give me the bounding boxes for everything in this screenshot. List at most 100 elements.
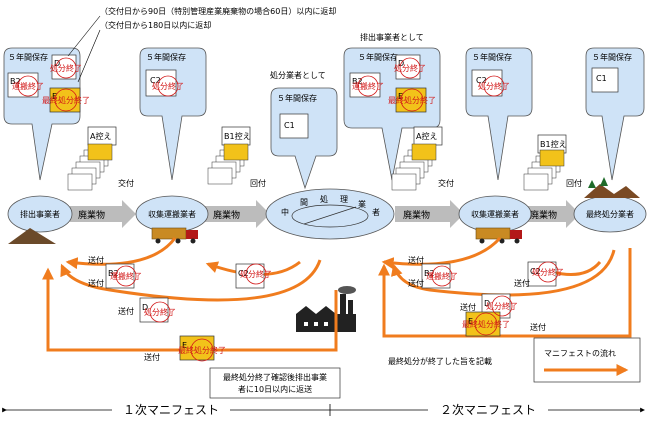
doc-b2-disposer-emitter-label: B2 (352, 77, 363, 86)
send-label-6: 送付 (408, 278, 424, 288)
stamp-return-b2-1: 運搬終了 (110, 265, 142, 287)
flow-arrow-b2-1 (65, 237, 177, 270)
stamp-return-c2-1-text: 処分終了 (240, 269, 272, 279)
doc-d-return-2-label: D (484, 299, 490, 308)
doc-e-return-1-label: E (182, 341, 187, 350)
intermediate-disposer-ellipse (265, 188, 395, 240)
stamp-return-b2-2-text: 運搬終了 (426, 271, 458, 281)
doc-c2-return-1-label: C2 (238, 269, 249, 278)
note-180-leader (77, 29, 101, 83)
doc-c2-collector2 (471, 69, 503, 97)
deliver-label-1: 交付 (118, 178, 134, 188)
stamp-return-b2-2: 運搬終了 (426, 265, 458, 287)
note-90-leader (67, 15, 101, 57)
stamp-disposer-emitter-d: 処分終了 (394, 57, 426, 79)
stamp-return-e-1: 最終処分終了 (178, 338, 226, 362)
doc-b1-copy-2-label: B1控え (540, 139, 567, 149)
send-label-5: 送付 (408, 255, 424, 265)
stamp-return-e-1-text: 最終処分終了 (178, 345, 226, 355)
disposer-char-4: 理 (340, 195, 348, 204)
disposer-char-5: 業 (358, 199, 366, 209)
manifest-stack-4 (523, 149, 565, 191)
stamp-return-c2-2: 処分終了 (532, 261, 564, 283)
stamp-disposer-emitter-e: 最終処分終了 (388, 88, 436, 112)
collector2-keep-label: ５年間保存 (472, 52, 512, 62)
doc-b2-return-2-label: B2 (424, 269, 435, 278)
doc-b2-emitter-label: B2 (10, 77, 21, 86)
doc-e-return-2-label: E (468, 317, 473, 326)
doc-c2-return-2 (527, 261, 557, 287)
factory-icon (296, 286, 356, 332)
doc-c2-return-2-label: C2 (530, 267, 541, 276)
intermediate-disposer-inner-ring (291, 204, 369, 228)
collector-label-2: 収集運搬業者 (471, 209, 519, 219)
waste-arrow-2 (205, 200, 270, 228)
collector2-storage-bubble (465, 47, 533, 181)
stamp-collector2-c2: 処分終了 (478, 75, 510, 97)
landfill-mountain-icon (584, 177, 640, 198)
doc-c1-final (591, 67, 619, 93)
stamp-return-e-2-text: 最終処分終了 (462, 319, 510, 329)
confirm-note-line1: 最終処分終了確認後排出事業 (223, 372, 327, 382)
manifest1-label: １次マニフェスト (123, 403, 219, 417)
disposer-keep-label: ５年間保存 (277, 93, 317, 103)
deliver-label-2: 交付 (438, 178, 454, 188)
stamp-disposer-emitter-b2-text: 運搬終了 (352, 81, 384, 91)
doc-a-copy-2-label: A控え (416, 131, 437, 141)
intermediate-disposer-slash (303, 206, 357, 225)
stamp-return-c2-2-text: 処分終了 (532, 267, 564, 277)
emitter-ellipse (7, 195, 73, 233)
circulate-label-1: 回付 (250, 178, 266, 188)
stamp-disposer-emitter-e-text: 最終処分終了 (388, 95, 436, 105)
stamp-disposer-emitter-d-text: 処分終了 (394, 63, 426, 73)
stamp-return-d-2-text: 処分終了 (486, 301, 518, 311)
stamp-return-c2-1: 処分終了 (240, 263, 272, 285)
waste-flow-band (70, 200, 580, 228)
stamp-collector2-c2-text: 処分終了 (478, 81, 510, 91)
doc-d-return-1 (139, 297, 169, 323)
note-return-90: （交付日から90日（特別管理産業廃棄物の場合60日）以内に返却 (100, 6, 336, 16)
disposer-char-3: 処 (320, 194, 328, 204)
stamp-emitter-d: 処分終了 (50, 57, 82, 79)
flow-arrow-d-1 (60, 259, 322, 302)
stamp-return-b2-1-text: 運搬終了 (110, 271, 142, 281)
legend-label: マニフェストの流れ (544, 348, 616, 358)
stamp-emitter-b2-text: 運搬終了 (12, 81, 44, 91)
send-label-9: 送付 (530, 322, 546, 332)
manifest-stack-1 (67, 143, 113, 191)
doc-c2-collector1 (145, 69, 177, 97)
final-disposer-keep-label: ５年間保存 (592, 52, 632, 62)
doc-e-disposer-emitter (395, 87, 427, 113)
waste-label-1: 廃業物 (78, 209, 105, 221)
stamp-emitter-b2: 運搬終了 (12, 75, 44, 97)
disposer-char-2: 間 (300, 198, 308, 207)
doc-b2-disposer-emitter (349, 72, 381, 98)
stamp-collector1-c2: 処分終了 (152, 75, 184, 97)
send-label-8: 送付 (460, 302, 476, 312)
stamp-return-e-2: 最終処分終了 (462, 312, 510, 336)
stamp-return-d-1: 処分終了 (144, 301, 176, 323)
stamp-emitter-e-text: 最終処分終了 (42, 95, 90, 105)
doc-c2-return-1 (235, 263, 265, 289)
doc-c2-collector1-label: C2 (150, 76, 161, 85)
doc-b2-return-1-label: B2 (108, 269, 119, 278)
final-statement-note: 最終処分が終了した旨を記載 (388, 356, 492, 366)
doc-b1-copy-1-label: B1控え (224, 131, 251, 141)
waste-label-2: 廃業物 (213, 209, 240, 221)
doc-c1-disposer-label: C1 (284, 121, 295, 130)
disposer-emitter-keep-label: ５年間保存 (358, 52, 398, 62)
confirm-note-line2: 者に10日以内に返送 (238, 384, 312, 394)
doc-d-return-1-label: D (142, 303, 148, 312)
waste-arrow-4 (525, 200, 580, 228)
note-return-180: （交付日から180日以内に返却 (100, 20, 211, 30)
collector-label-1: 収集運搬業者 (148, 209, 196, 219)
send-label-1: 送付 (88, 255, 104, 265)
truck-icon-2 (475, 227, 522, 244)
circulate-label-2: 回付 (566, 178, 582, 188)
truck-icon-1 (151, 227, 198, 244)
doc-e-disposer-emitter-label: E (398, 92, 403, 101)
waste-pile-icon (8, 228, 56, 244)
doc-c2-collector2-label: C2 (476, 76, 487, 85)
as-emitter-label: 排出事業者として (360, 32, 424, 42)
